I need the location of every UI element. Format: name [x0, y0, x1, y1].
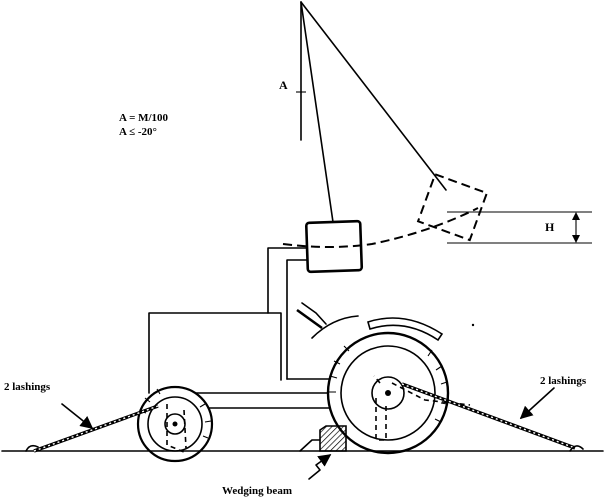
lashing-chain-left [25, 404, 159, 453]
formula-line-2: A ≤ -20° [119, 126, 157, 138]
left-lashing-arrow [61, 403, 94, 429]
pendulum-box-displaced [416, 172, 489, 242]
right-lashing-label: 2 lashings [540, 375, 587, 387]
rear-wheel [326, 331, 471, 455]
steering-wheel [296, 302, 327, 330]
height-h-label: H [545, 220, 555, 234]
wedging-beam-arrow [308, 454, 332, 480]
pendulum-strings [300, 1, 447, 223]
front-wheel [136, 385, 214, 463]
wedging-beam-label: Wedging beam [222, 485, 292, 497]
right-lashing-arrow [519, 387, 555, 420]
wedging-beam-chock [299, 425, 347, 452]
vertical-reference [296, 1, 306, 141]
swing-arc [282, 207, 479, 248]
height-dimension [447, 211, 592, 244]
lashing-chain-right [401, 382, 584, 452]
angle-a-label: A [279, 78, 288, 92]
formula-line-1: A = M/100 [119, 112, 169, 124]
left-lashing-label: 2 lashings [4, 381, 51, 393]
rear-fender [367, 317, 444, 342]
